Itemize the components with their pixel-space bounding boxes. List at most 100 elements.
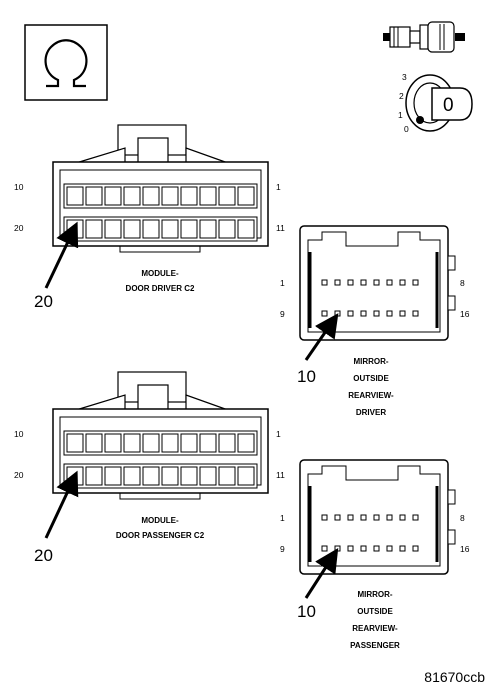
pin-terminal	[321, 279, 328, 286]
ignition-position-2: 2	[399, 91, 404, 101]
module-driver-pin-1: 1	[276, 182, 281, 192]
pin-terminal	[347, 545, 354, 552]
module-driver-callout: 20	[34, 292, 53, 311]
module-passenger-connector	[52, 371, 269, 500]
pin-terminal	[373, 514, 380, 521]
mirror-driver-connector	[299, 225, 456, 341]
pin-terminal	[399, 310, 406, 317]
cavity	[123, 466, 141, 486]
cavity	[180, 186, 198, 206]
pin-terminal	[386, 545, 393, 552]
cavity	[85, 466, 103, 486]
mirror-passenger-pin-1: 1	[280, 513, 285, 523]
pin-terminal	[321, 545, 328, 552]
pin-terminal	[347, 279, 354, 286]
cavity	[218, 466, 236, 486]
mirror-driver-title-line1: MIRROR-	[353, 357, 388, 366]
mirror-driver-title-line4: DRIVER	[356, 408, 386, 417]
mirror-driver-pin-16: 16	[460, 309, 470, 319]
cavity	[237, 219, 255, 239]
module-passenger-callout: 20	[34, 546, 53, 565]
module-passenger-pin-11: 11	[276, 470, 285, 480]
cavity	[142, 219, 160, 239]
pin-terminal	[412, 310, 419, 317]
module-driver-title-line2: DOOR DRIVER C2	[126, 284, 195, 293]
mirror-driver-callout-arrow	[304, 313, 339, 361]
cavity	[237, 186, 255, 206]
cavity	[161, 219, 179, 239]
module-passenger-pin-10: 10	[14, 429, 24, 439]
cavity	[104, 186, 122, 206]
cavity	[161, 186, 179, 206]
module-passenger-pin-1: 1	[276, 429, 281, 439]
pin-terminal	[412, 279, 419, 286]
mirror-driver-title-line3: REARVIEW-	[348, 391, 394, 400]
cavity	[237, 433, 255, 453]
pin-terminal	[334, 545, 341, 552]
cavity	[180, 466, 198, 486]
pin-terminal	[321, 310, 328, 317]
pin-terminal	[399, 514, 406, 521]
cavity	[199, 433, 217, 453]
pin-terminal	[360, 514, 367, 521]
pin-terminal	[386, 310, 393, 317]
ohm-icon	[24, 24, 108, 101]
cavity	[104, 433, 122, 453]
pin-terminal	[386, 279, 393, 286]
mirror-driver-pin-1: 1	[280, 278, 285, 288]
pin-terminal	[360, 545, 367, 552]
ignition-switch-icon: 3 2 1 0 0	[398, 72, 473, 134]
figure-code: 81670ccb	[424, 669, 485, 685]
cavity	[85, 433, 103, 453]
cavity	[66, 186, 84, 206]
pin-terminal	[373, 279, 380, 286]
connector-plug-icon	[383, 21, 465, 53]
cavity	[142, 466, 160, 486]
module-driver-title-line1: MODULE-	[141, 269, 179, 278]
ignition-position-1: 1	[398, 110, 403, 120]
cavity	[142, 433, 160, 453]
mirror-passenger-title-line3: REARVIEW-	[352, 624, 398, 633]
pin-terminal	[360, 279, 367, 286]
cavity	[218, 219, 236, 239]
pin-terminal	[412, 514, 419, 521]
cavity	[142, 186, 160, 206]
ignition-key-label: 0	[443, 95, 454, 116]
module-passenger-title-line2: DOOR PASSENGER C2	[116, 531, 205, 540]
mirror-passenger-callout-arrow	[304, 547, 339, 599]
cavity	[123, 219, 141, 239]
pin-terminal	[334, 279, 341, 286]
pin-terminal	[334, 514, 341, 521]
mirror-passenger-callout: 10	[297, 602, 316, 621]
pin-terminal	[386, 514, 393, 521]
cavity	[218, 186, 236, 206]
cavity	[180, 433, 198, 453]
mirror-passenger-pin-9: 9	[280, 544, 285, 554]
mirror-driver-pin-9: 9	[280, 309, 285, 319]
pin-terminal	[321, 514, 328, 521]
module-passenger-pin-20: 20	[14, 470, 24, 480]
mirror-passenger-connector	[299, 459, 456, 575]
ignition-position-3: 3	[402, 72, 407, 82]
mirror-driver-title-line2: OUTSIDE	[353, 374, 389, 383]
cavity	[85, 219, 103, 239]
mirror-passenger-pin-16: 16	[460, 544, 470, 554]
cavity	[237, 466, 255, 486]
module-driver-pin-11: 11	[276, 223, 285, 233]
cavity	[180, 219, 198, 239]
module-driver-pin-20: 20	[14, 223, 24, 233]
module-driver-callout-arrow	[44, 221, 79, 289]
cavity	[104, 466, 122, 486]
pin-terminal	[399, 545, 406, 552]
pin-terminal	[412, 545, 419, 552]
module-driver-pin-10: 10	[14, 182, 24, 192]
module-passenger-title-line1: MODULE-	[141, 516, 179, 525]
ignition-position-0: 0	[404, 124, 409, 134]
pin-terminal	[360, 310, 367, 317]
mirror-passenger-title-line4: PASSENGER	[350, 641, 400, 650]
mirror-driver-pin-8: 8	[460, 278, 465, 288]
cavity	[161, 433, 179, 453]
cavity	[85, 186, 103, 206]
pin-terminal	[347, 514, 354, 521]
cavity	[199, 219, 217, 239]
